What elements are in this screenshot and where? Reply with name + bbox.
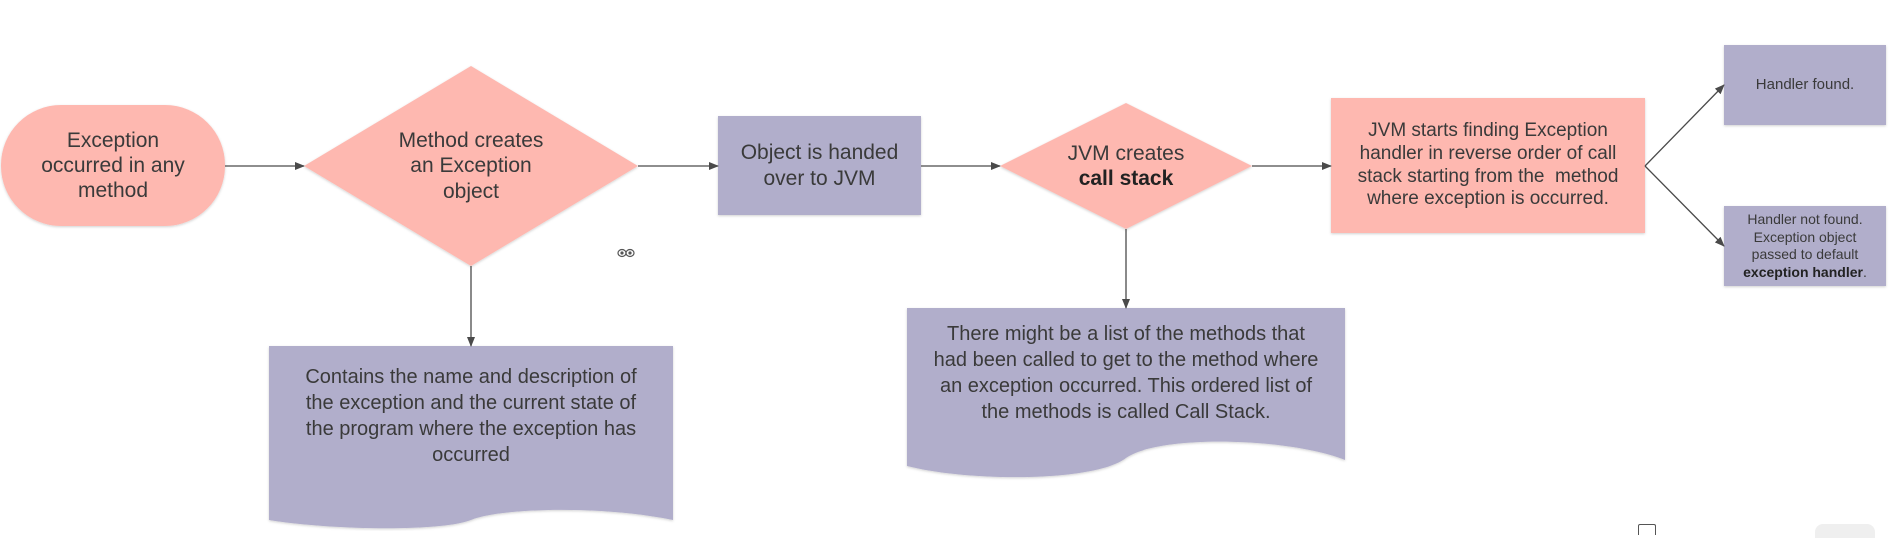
handler-not-found-label: Handler not found. Exception object pass… (1724, 206, 1886, 286)
handler-not-found-process[interactable] (1724, 206, 1886, 286)
exception-note-line-4: occurred (432, 444, 510, 466)
handler-found-text: Handler found. (1755, 76, 1855, 93)
call-stack-note-label: There might be a list of the methods tha… (907, 318, 1345, 428)
jvm-creates-line-1: JVM creates (1067, 141, 1185, 165)
handed-to-jvm-line-1: Object is handed (740, 141, 899, 165)
corner-widget-pill (1815, 524, 1875, 538)
jvm-finding-line-2: handler in reverse order of call (1359, 142, 1617, 164)
exception-occurred-line-1: Exception (66, 128, 160, 152)
exception-note-label: Contains the name and description of the… (269, 360, 673, 472)
method-creates-line-1: Method creates (398, 129, 544, 153)
arrow-finding-to-handler-found (1644, 84, 1725, 167)
exception-note-line-2: the exception and the current state of (305, 392, 637, 414)
call-stack-note-line-1: There might be a list of the methods tha… (947, 323, 1305, 345)
handed-to-jvm-line-2: over to JVM (763, 166, 876, 190)
call-stack-note-line-2: had been called to get to the method whe… (933, 349, 1319, 371)
jvm-finding-line-1: JVM starts finding Exception (1368, 119, 1608, 141)
exception-occurred-terminator[interactable] (1, 105, 225, 226)
exception-occurred-label: Exception occurred in any method (1, 105, 225, 226)
handler-found-process[interactable] (1724, 45, 1886, 125)
handler-not-found-line-1: Handler not found. (1747, 211, 1863, 227)
eye-icon[interactable] (617, 248, 635, 258)
method-creates-decision[interactable] (304, 66, 638, 266)
exception-note-line-1: Contains the name and description of (305, 366, 637, 388)
exception-occurred-line-2: occurred in any (41, 153, 185, 177)
method-creates-line-3: object (442, 179, 500, 203)
handler-not-found-bold: exception handler (1743, 263, 1863, 280)
jvm-creates-decision[interactable] (1000, 103, 1252, 229)
method-creates-label: Method creates an Exception object (354, 116, 588, 216)
jvm-creates-label: JVM creates call stack (1030, 126, 1222, 206)
call-stack-note-line-3: an exception occurred. This ordered list… (939, 375, 1313, 397)
handler-not-found-line-2: Exception object (1753, 228, 1857, 245)
call-stack-note-line-4: the methods is called Call Stack. (981, 401, 1271, 423)
jvm-finding-label: JVM starts finding Exception handler in … (1331, 98, 1645, 233)
corner-widget-box (1638, 524, 1656, 535)
handler-found-label: Handler found. (1724, 45, 1886, 125)
exception-note-line-3: the program where the exception has (305, 418, 637, 440)
exception-note-document[interactable] (269, 346, 673, 529)
handed-to-jvm-process[interactable] (718, 116, 921, 215)
handler-not-found-line-4: exception handler. (1743, 264, 1867, 282)
jvm-creates-line-2: call stack (1078, 167, 1174, 190)
handler-not-found-line-3: passed to default (1751, 246, 1859, 262)
handler-not-found-suffix: . (1862, 263, 1867, 280)
jvm-finding-process[interactable] (1331, 98, 1645, 233)
jvm-finding-line-4: where exception is occurred. (1367, 188, 1609, 210)
jvm-finding-line-3: stack starting from the method (1357, 165, 1619, 187)
call-stack-note-document[interactable] (907, 308, 1345, 478)
method-creates-line-2: an Exception (410, 154, 532, 178)
arrow-finding-to-handler-not-found (1644, 165, 1725, 247)
exception-occurred-line-3: method (77, 179, 149, 203)
handed-to-jvm-label: Object is handed over to JVM (718, 116, 921, 215)
